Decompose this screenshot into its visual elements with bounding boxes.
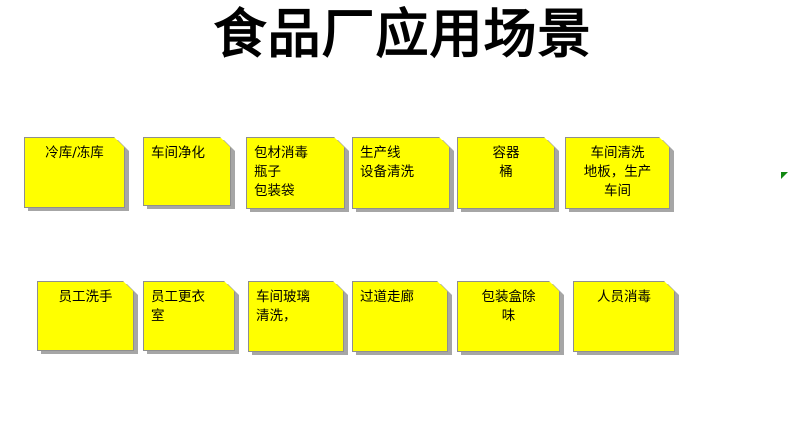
- note-label: 员工更衣 室: [151, 289, 205, 324]
- note-body[interactable]: 员工洗手: [37, 281, 134, 351]
- green-triangle-mark: [781, 172, 788, 179]
- note-label: 生产线 设备清洗: [360, 145, 414, 180]
- note-body[interactable]: 人员消毒: [573, 281, 675, 352]
- note-card[interactable]: 生产线 设备清洗: [352, 137, 454, 213]
- note-card[interactable]: 员工更衣 室: [143, 281, 239, 355]
- note-label: 容器 桶: [492, 145, 520, 180]
- page-title: 食品厂应用场景: [213, 4, 592, 65]
- note-row-2: 员工洗手 员工更衣 室 车间玻璃 清洗， 过道走廊 包装盒除 味 人员消毒: [0, 281, 805, 359]
- note-body[interactable]: 过道走廊: [352, 281, 448, 352]
- note-body[interactable]: 车间净化: [143, 137, 231, 206]
- note-body[interactable]: 包装盒除 味: [457, 281, 560, 352]
- note-label: 过道走廊: [360, 289, 414, 305]
- note-card[interactable]: 员工洗手: [37, 281, 138, 355]
- note-card[interactable]: 过道走廊: [352, 281, 452, 356]
- note-body[interactable]: 生产线 设备清洗: [352, 137, 450, 209]
- note-card[interactable]: 冷库/冻库: [24, 137, 129, 212]
- note-body[interactable]: 车间清洗 地板，生产 车间: [565, 137, 670, 209]
- note-card[interactable]: 包材消毒 瓶子 包装袋: [246, 137, 349, 213]
- note-body[interactable]: 容器 桶: [457, 137, 555, 209]
- note-label: 冷库/冻库: [45, 145, 104, 161]
- note-body[interactable]: 车间玻璃 清洗，: [248, 281, 344, 352]
- note-card[interactable]: 包装盒除 味: [457, 281, 564, 356]
- note-body[interactable]: 包材消毒 瓶子 包装袋: [246, 137, 345, 209]
- note-row-1: 冷库/冻库 车间净化 包材消毒 瓶子 包装袋 生产线 设备清洗 容器 桶 车间清洗 地板，…: [0, 137, 805, 215]
- note-label: 车间玻璃 清洗，: [256, 289, 310, 324]
- note-card[interactable]: 车间清洗 地板，生产 车间: [565, 137, 674, 213]
- note-card[interactable]: 车间玻璃 清洗，: [248, 281, 348, 356]
- note-card[interactable]: 车间净化: [143, 137, 235, 210]
- note-label: 包材消毒 瓶子 包装袋: [254, 145, 308, 199]
- note-label: 员工洗手: [58, 289, 113, 305]
- note-label: 人员消毒: [597, 289, 651, 305]
- note-label: 车间清洗 地板，生产 车间: [583, 145, 652, 199]
- note-label: 包装盒除 味: [481, 289, 536, 324]
- note-body[interactable]: 员工更衣 室: [143, 281, 235, 351]
- note-label: 车间净化: [151, 145, 205, 161]
- note-body[interactable]: 冷库/冻库: [24, 137, 125, 208]
- note-card[interactable]: 人员消毒: [573, 281, 679, 356]
- note-card[interactable]: 容器 桶: [457, 137, 559, 213]
